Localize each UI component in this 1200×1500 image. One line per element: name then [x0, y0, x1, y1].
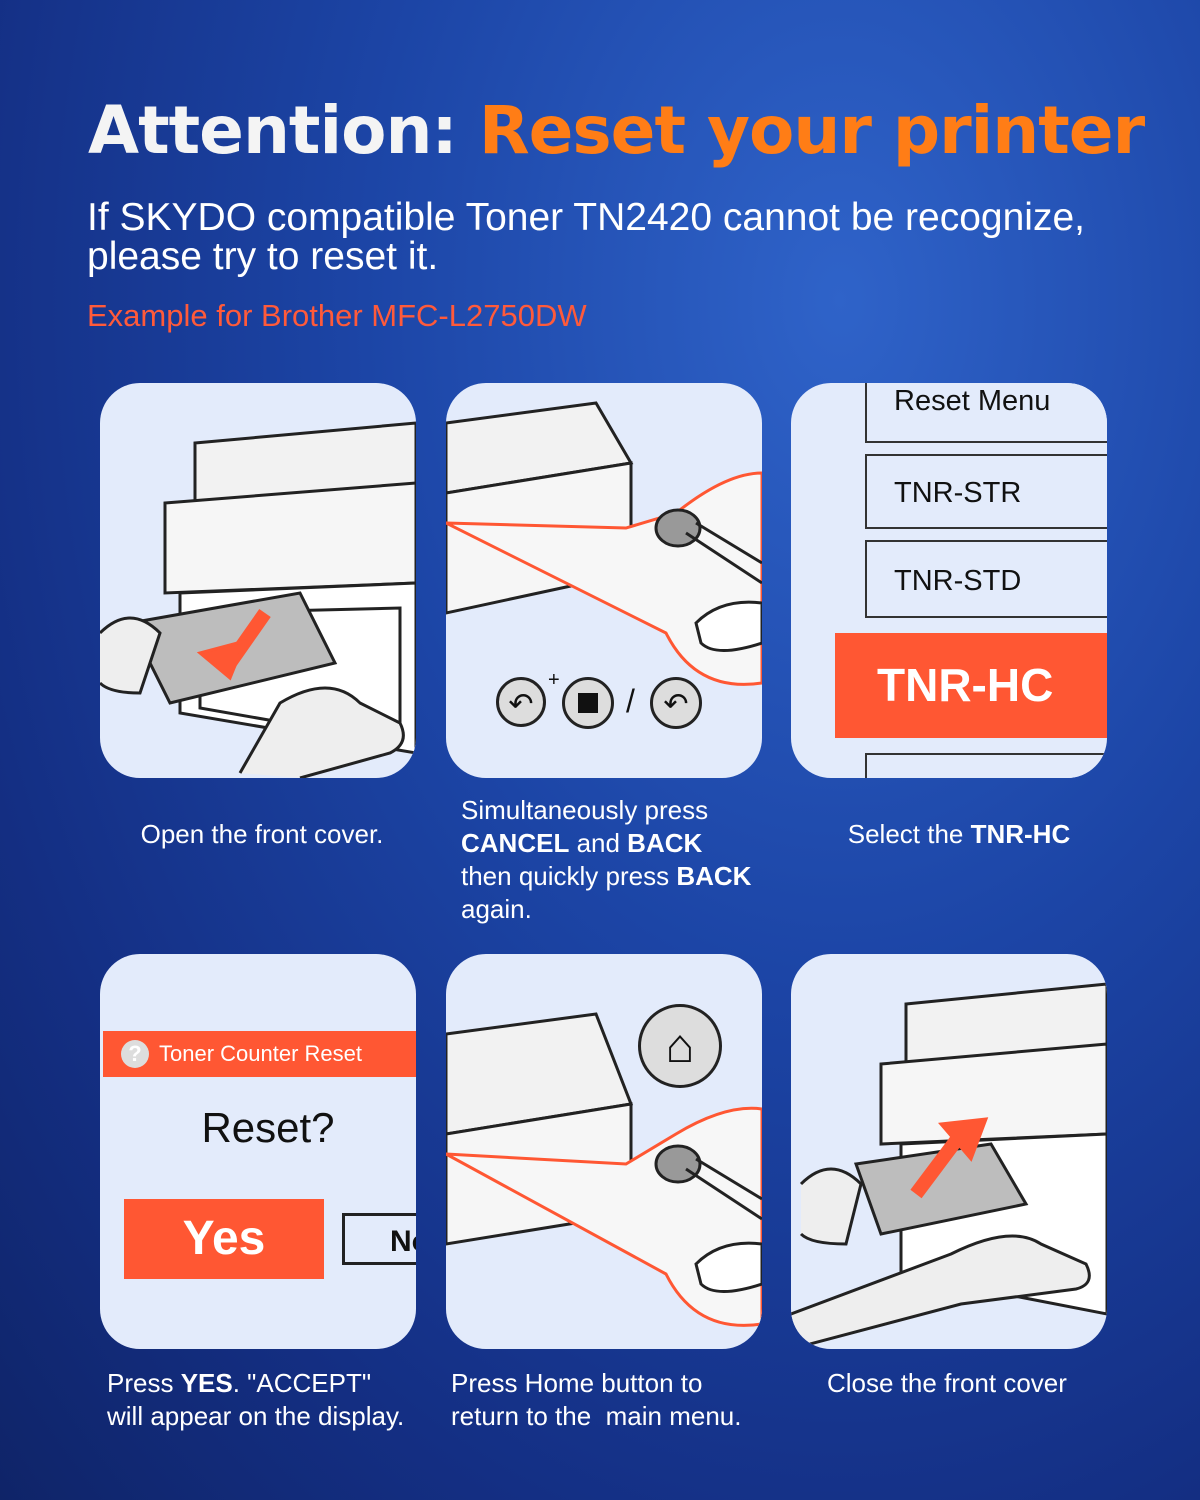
cancel-back-illustration	[446, 401, 762, 686]
menu-item-reset-menu: Reset Menu	[865, 383, 1107, 443]
back-label: BACK	[676, 861, 752, 891]
step-1-panel	[100, 383, 416, 778]
caption-text: Simultaneously press	[461, 795, 709, 825]
step-5-panel: ⌂	[446, 954, 762, 1349]
caption-text: . "ACCEPT"	[232, 1368, 372, 1398]
caption-text: Press	[107, 1368, 181, 1398]
caption-text: and	[569, 828, 628, 858]
menu-item-tnr-std: TNR-STD	[865, 540, 1107, 618]
step-1-caption: Open the front cover.	[140, 819, 384, 849]
menu-item-tnr-hc-selected: TNR-HC	[835, 633, 1107, 738]
back-button-icon: ↶	[496, 677, 546, 727]
subtitle: If SKYDO compatible Toner TN2420 cannot …	[87, 196, 1085, 278]
step-3-caption: Select the TNR-HC	[791, 818, 1127, 851]
step-3-panel: Reset Menu TNR-STR TNR-STD TNR-HC	[791, 383, 1107, 778]
step-4-caption: Press YES. "ACCEPT"will appear on the di…	[107, 1367, 404, 1433]
plus-sign: +	[548, 669, 560, 691]
press-home-illustration	[446, 1012, 762, 1327]
step-6-caption: Close the front cover	[827, 1368, 1067, 1398]
menu-item-tnr-str: TNR-STR	[865, 454, 1107, 529]
screen-title: Toner Counter Reset	[159, 1041, 362, 1066]
tnr-hc-label: TNR-HC	[970, 819, 1071, 849]
back-button-icon: ↶	[650, 677, 702, 729]
yes-label: YES	[180, 1368, 233, 1398]
step-2-panel: ↶ + / ↶	[446, 383, 762, 778]
caption-text: then quickly press	[461, 861, 677, 891]
no-button: No	[342, 1213, 416, 1265]
printer-open-cover-illustration	[100, 421, 416, 778]
page-title: Attention: Reset your printer	[88, 92, 1145, 169]
title-highlight: Reset your printer	[478, 92, 1145, 169]
caption-text: Press Home button to	[451, 1368, 703, 1398]
step-5-caption: Press Home button to return to the main …	[451, 1367, 741, 1433]
caption-text: Select the	[847, 819, 971, 849]
home-button-icon: ⌂	[638, 1004, 722, 1088]
step-2-caption: Simultaneously press CANCEL and BACK the…	[461, 794, 751, 926]
step-6-panel	[791, 954, 1107, 1349]
yes-button: Yes	[124, 1199, 324, 1279]
menu-item-next	[865, 753, 1107, 778]
help-icon: ?	[121, 1040, 149, 1068]
printer-close-cover-illustration	[791, 982, 1107, 1349]
reset-question: Reset?	[201, 1104, 335, 1151]
cancel-label: CANCEL	[461, 828, 570, 858]
screen-title-bar: ? Toner Counter Reset	[103, 1031, 416, 1077]
caption-text: return to the main menu.	[451, 1401, 742, 1431]
cancel-button-icon	[562, 677, 614, 729]
example-model: Example for Brother MFC-L2750DW	[87, 298, 587, 333]
caption-text: again.	[461, 894, 532, 924]
back-label: BACK	[627, 828, 703, 858]
slash: /	[626, 683, 635, 719]
caption-text: will appear on the display.	[107, 1401, 405, 1431]
title-prefix: Attention:	[88, 92, 458, 169]
step-4-panel: ? Toner Counter Reset Reset? Yes No	[100, 954, 416, 1349]
